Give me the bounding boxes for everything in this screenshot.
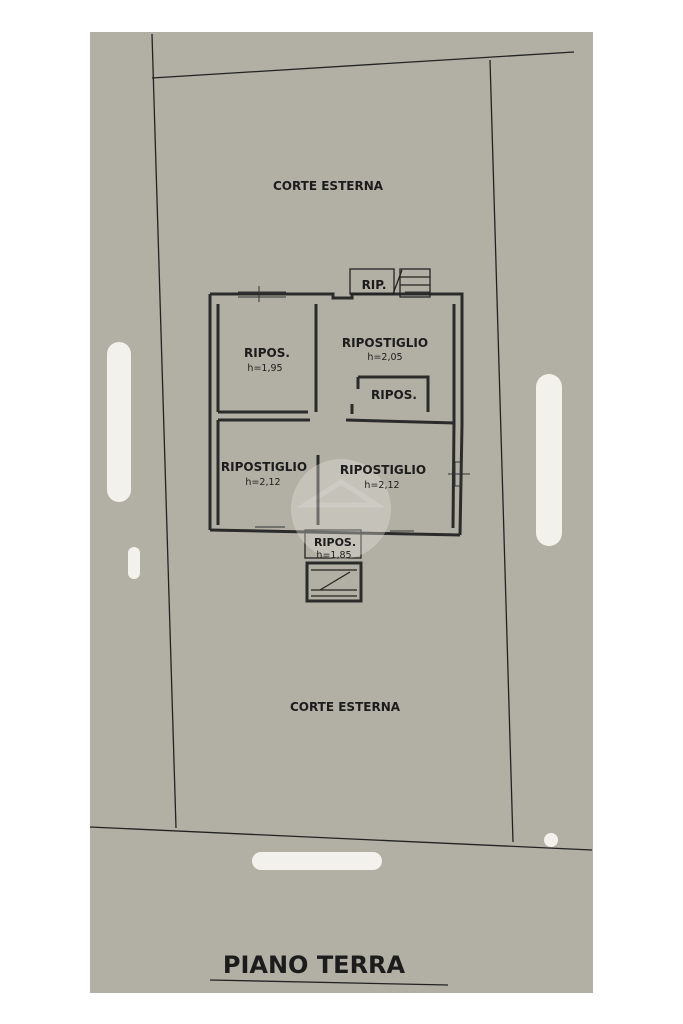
floor-plan-sheet — [90, 32, 593, 993]
room-ripostiglio-3-height: h=2,12 — [364, 480, 399, 491]
room-ripostiglio-2-label: RIPOSTIGLIO — [221, 460, 307, 474]
rip-closet-outline — [349, 268, 431, 298]
room-ripos-2-label: RIPOS. — [371, 388, 417, 402]
redaction-marks — [107, 342, 562, 870]
plan-title: PIANO TERRA — [223, 951, 406, 979]
room-ripostiglio-1-label: RIPOSTIGLIO — [342, 336, 428, 350]
room-ripostiglio-3-label: RIPOSTIGLIO — [340, 463, 426, 477]
windows — [238, 286, 470, 532]
watermark-emblem — [291, 459, 391, 559]
room-ripos-3-label: RIPOS. — [314, 536, 356, 549]
room-rip-label: RIP. — [362, 278, 387, 292]
title-underline — [209, 979, 449, 986]
room-ripos-1-label: RIPOS. — [244, 346, 290, 360]
entrance-steps — [304, 529, 363, 603]
room-ripos-3-height: h=1,85 — [316, 550, 351, 561]
room-ripostiglio-1-height: h=2,05 — [367, 352, 402, 363]
courtyard-bottom-label: CORTE ESTERNA — [290, 700, 401, 714]
property-boundaries — [89, 33, 593, 851]
building-walls — [208, 292, 464, 537]
room-ripostiglio-2-height: h=2,12 — [245, 477, 280, 488]
room-ripos-1-height: h=1,95 — [247, 363, 282, 374]
courtyard-top-label: CORTE ESTERNA — [273, 179, 384, 193]
